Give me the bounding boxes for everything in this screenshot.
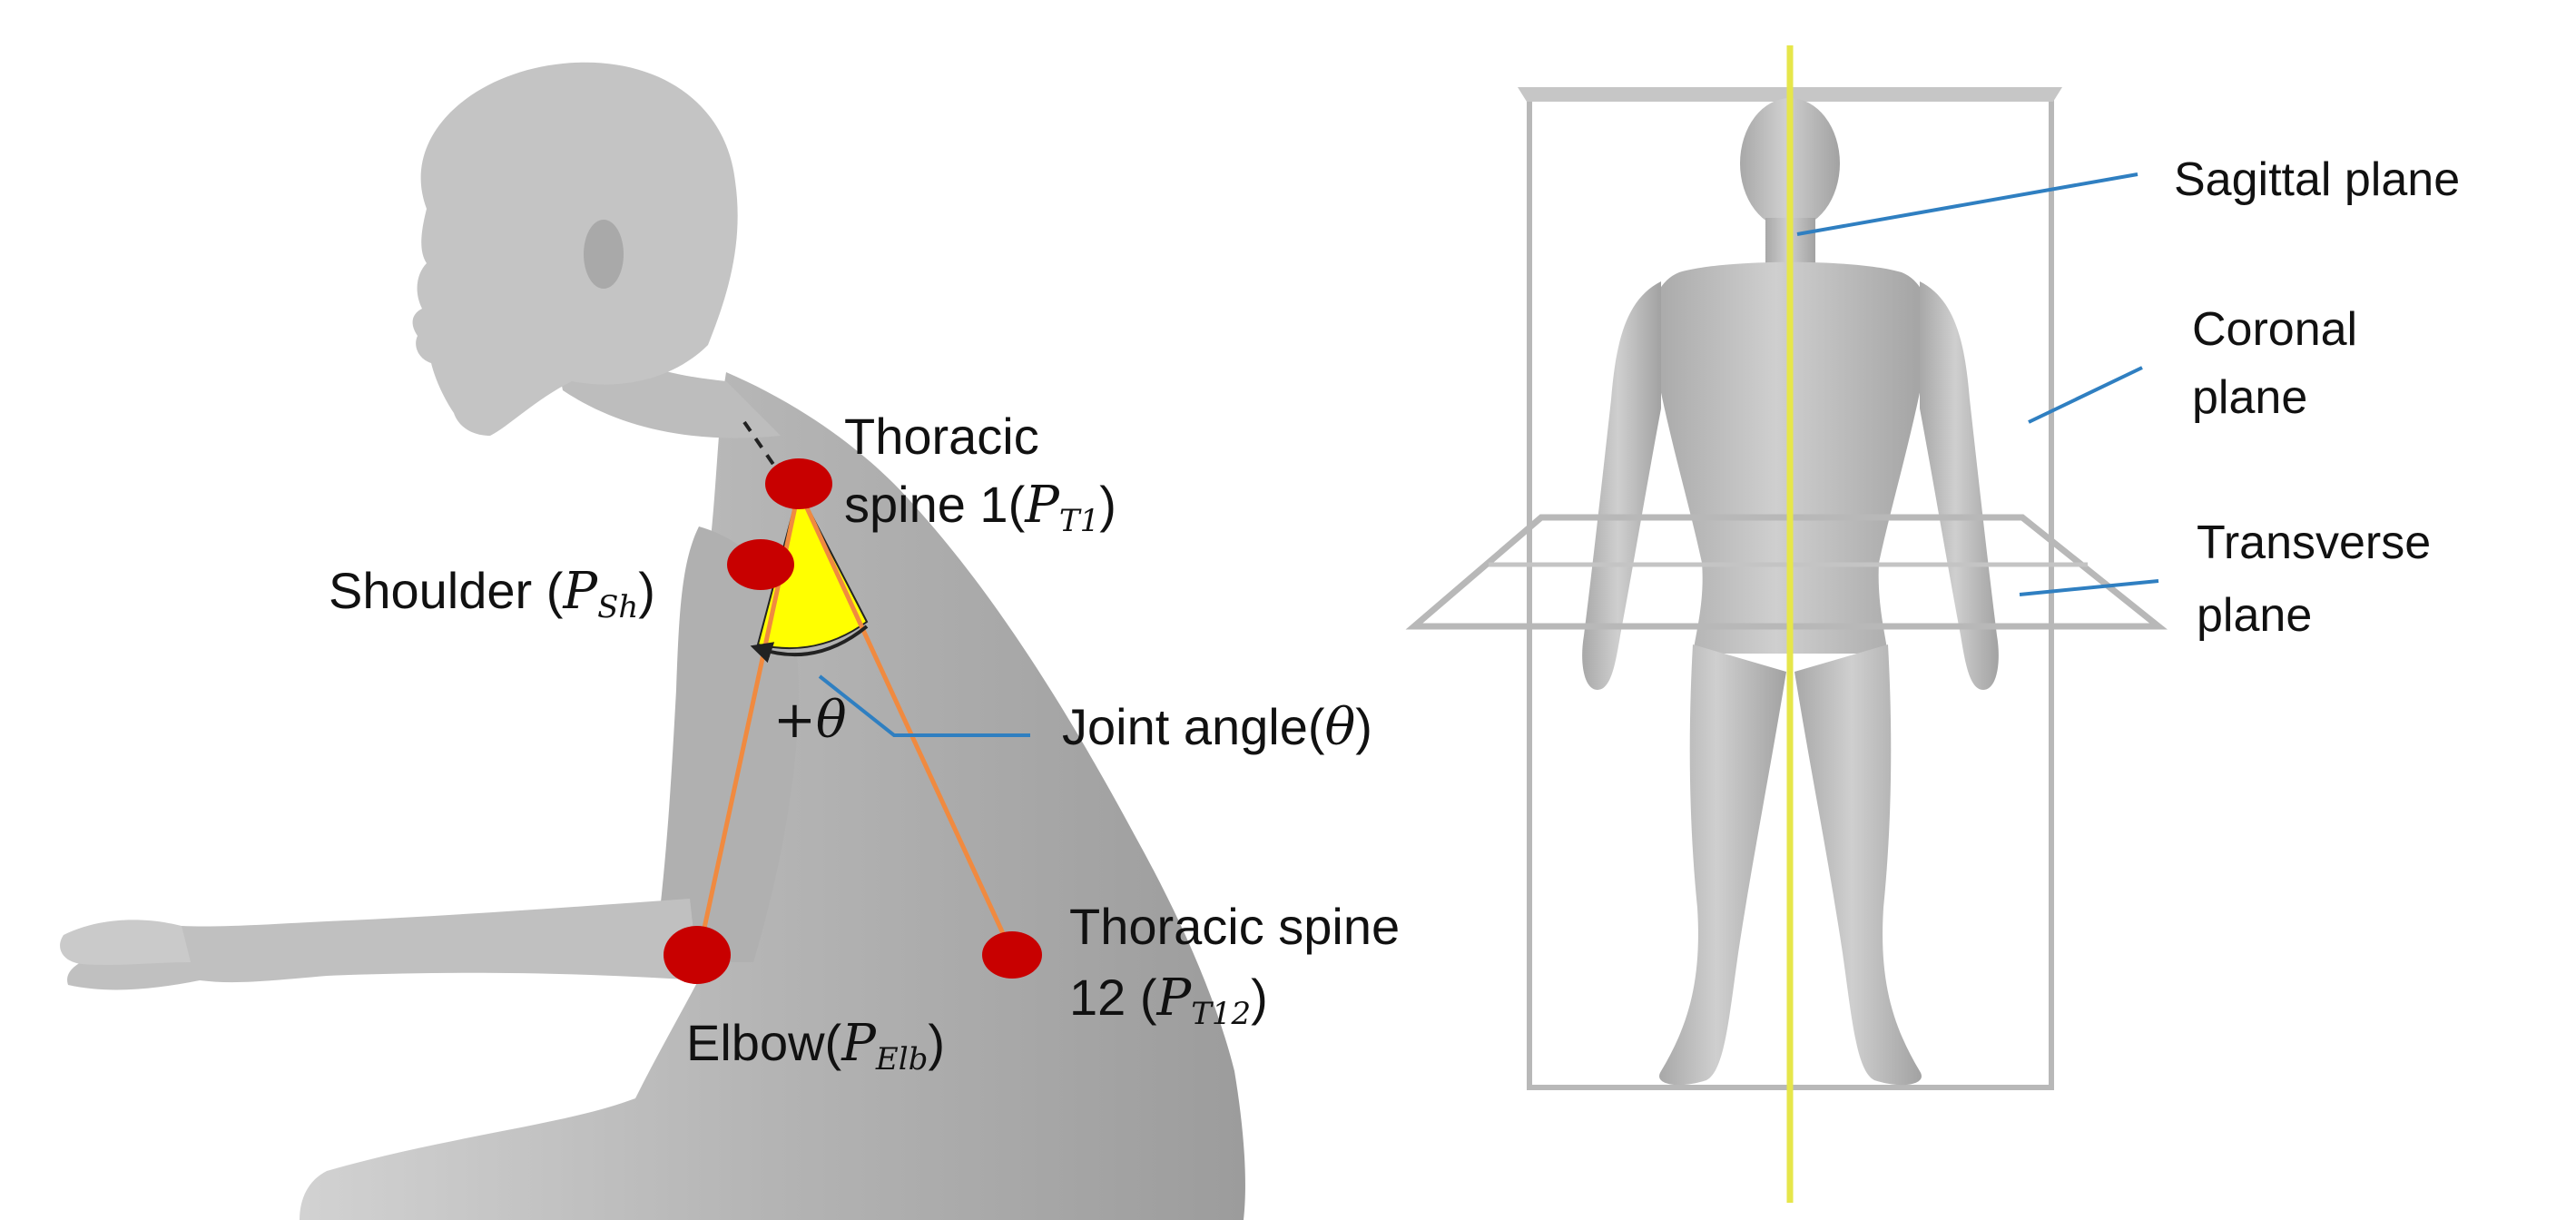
elbow-marker xyxy=(664,926,731,984)
coronal-leader-line xyxy=(2028,366,2143,424)
coronal-plane-label-line2: plane xyxy=(2192,371,2307,424)
spine-reference-dashed-line xyxy=(742,420,796,497)
standing-right-leg xyxy=(1794,644,1922,1086)
thoracic-spine-12-label-line2: 12 (PT12) xyxy=(1069,969,1268,1032)
elbow-label: Elbow(PElb) xyxy=(686,1014,945,1077)
ear-shape xyxy=(584,220,624,289)
right-panel: Sagittal plane Coronal plane Transverse … xyxy=(1405,45,2460,1203)
left-panel: Thoracic spine 1(PT1) Shoulder (PSh) +θ … xyxy=(60,62,1400,1220)
segment-t1-to-t12 xyxy=(796,488,1015,955)
thoracic-spine-12-label: Thoracic spine xyxy=(1069,898,1400,955)
thoracic-spine-1-label: Thoracic xyxy=(844,408,1039,465)
transverse-leader-line xyxy=(2019,579,2159,596)
sagittal-leader-line xyxy=(1796,172,2138,236)
thoracic-spine-1-marker xyxy=(765,458,832,509)
seated-human-figure xyxy=(60,62,1245,1220)
transverse-plane xyxy=(1405,514,2168,630)
thoracic-spine-12-marker xyxy=(982,931,1042,979)
plus-theta-label: +θ xyxy=(773,691,847,750)
head-shape xyxy=(412,62,738,437)
forearm-shape xyxy=(67,899,699,990)
joint-angle-leader-line xyxy=(818,674,1030,737)
transverse-plane-label: Transverse xyxy=(2197,517,2431,569)
sagittal-plane-label: Sagittal plane xyxy=(2174,153,2460,206)
thoracic-spine-1-label-line2: spine 1(PT1) xyxy=(844,476,1116,539)
standing-left-leg xyxy=(1659,644,1786,1086)
shoulder-marker xyxy=(727,539,794,590)
hand-shape xyxy=(60,920,191,965)
transverse-plane-label-line2: plane xyxy=(2197,589,2312,642)
shoulder-label: Shoulder (PSh) xyxy=(329,562,655,625)
joint-angle-label: Joint angle(θ) xyxy=(1062,698,1372,757)
coronal-plane-label: Coronal xyxy=(2192,303,2357,356)
neck-shape xyxy=(545,300,781,438)
angle-arc-arrow xyxy=(750,625,869,664)
standing-right-arm xyxy=(1920,281,1999,690)
standing-left-arm xyxy=(1582,281,1661,690)
